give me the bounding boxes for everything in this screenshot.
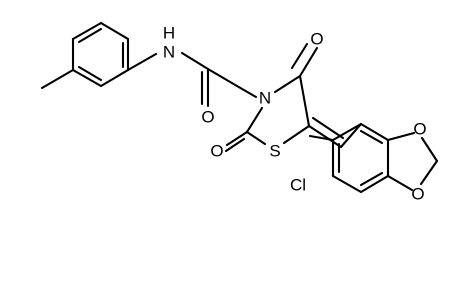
bond	[282, 124, 311, 145]
bond	[386, 131, 416, 142]
bond	[99, 68, 130, 88]
benzodioxole-ring	[308, 122, 439, 194]
bond	[419, 159, 439, 186]
bond	[71, 21, 103, 41]
bond	[206, 67, 239, 88]
amide-linker	[126, 51, 258, 108]
double-bond-inner	[311, 116, 345, 140]
bond	[126, 52, 158, 72]
bond	[420, 136, 439, 163]
c2-oxygen-label: O	[210, 142, 223, 161]
amide-nitrogen-label: N	[163, 43, 175, 62]
bond	[235, 84, 258, 99]
bond	[71, 68, 103, 88]
lower-oxygen-label: O	[411, 185, 424, 204]
bond	[180, 51, 210, 71]
bond	[298, 46, 319, 78]
atom-labels: N H O N O O S Cl O O	[163, 24, 427, 204]
upper-oxygen-label: O	[413, 120, 426, 139]
double-bond-inner	[359, 129, 384, 145]
bond	[331, 122, 363, 142]
bond	[245, 130, 267, 146]
double-bond-inner	[77, 65, 103, 82]
amide-hydrogen-label: H	[163, 24, 175, 43]
amide-oxygen-label: O	[201, 108, 214, 127]
double-bond-inner	[290, 42, 309, 70]
benzylidene-link	[307, 116, 363, 149]
thiazolidinedione-ring	[224, 42, 319, 153]
bond	[308, 134, 335, 142]
chlorine-label: Cl	[290, 176, 306, 195]
sulfur-label: S	[269, 142, 280, 161]
tolyl-group	[40, 21, 130, 90]
bond	[307, 124, 343, 149]
bond	[225, 130, 249, 147]
bond	[245, 106, 264, 134]
double-bond-inner	[359, 171, 384, 187]
methyl-bond	[40, 68, 75, 90]
bond	[359, 174, 390, 194]
double-bond-inner	[224, 137, 246, 153]
ring-nitrogen-label: N	[259, 89, 271, 108]
bond	[359, 122, 390, 142]
bond	[298, 74, 311, 128]
double-bond-inner	[77, 27, 103, 44]
bond	[339, 122, 363, 149]
c4-oxygen-label: O	[310, 30, 323, 49]
bond	[331, 174, 363, 194]
bond	[386, 174, 414, 192]
bond	[99, 21, 130, 41]
bond	[273, 74, 302, 94]
